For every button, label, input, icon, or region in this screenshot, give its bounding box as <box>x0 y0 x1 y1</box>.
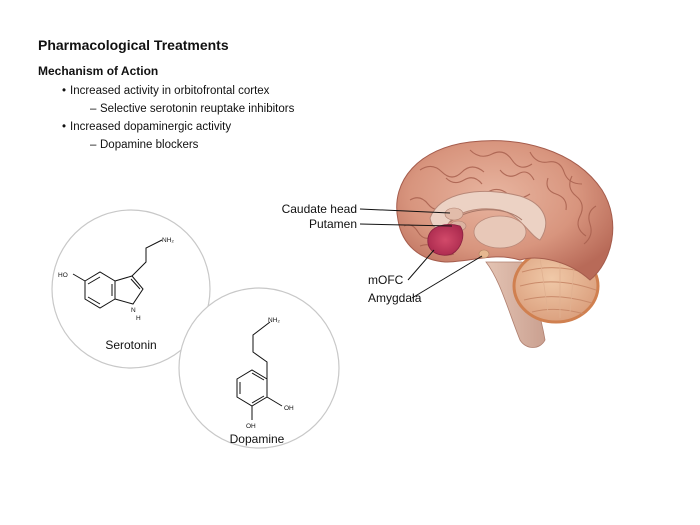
label-amygdala: Amygdala <box>368 291 422 305</box>
corpus-callosum <box>429 190 547 241</box>
serotonin-structure <box>72 239 163 309</box>
serotonin-nh2: NH₂ <box>162 237 174 244</box>
sub-bullet-item-1: –Selective serotonin reuptake inhibitors <box>90 100 294 118</box>
section-subtitle: Mechanism of Action <box>38 64 159 78</box>
brain-leader-lines <box>359 208 483 299</box>
serotonin-ho: HO <box>58 272 68 279</box>
bullet-text-2: Increased dopaminergic activity <box>70 121 232 133</box>
dash-icon: – <box>90 103 97 115</box>
page-title: Pharmacological Treatments <box>38 37 229 53</box>
dopamine-oh-2: OH <box>246 423 256 430</box>
bullet-text-1: Increased activity in orbitofrontal cort… <box>70 85 270 97</box>
bullet-item-1: •Increased activity in orbitofrontal cor… <box>62 82 294 100</box>
label-mofc: mOFC <box>368 273 404 287</box>
bullet-dot-icon: • <box>62 85 67 97</box>
dopamine-panel: NH₂ OH OH Dopamine <box>178 287 340 449</box>
serotonin-label: Serotonin <box>105 338 156 352</box>
sub-bullet-text-2: Dopamine blockers <box>100 139 199 151</box>
label-caudate-head: Caudate head <box>282 202 357 216</box>
caudate-head <box>444 207 464 221</box>
dopamine-nh2: NH₂ <box>268 317 280 324</box>
dopamine-oh-1: OH <box>284 405 294 412</box>
brain-illustration <box>396 140 614 348</box>
label-putamen: Putamen <box>309 217 357 231</box>
serotonin-panel: HO NH₂ N H Serotonin <box>51 209 211 369</box>
bullet-item-2: •Increased dopaminergic activity <box>62 118 294 136</box>
dash-icon: – <box>90 139 97 151</box>
serotonin-n: N <box>131 307 136 314</box>
bullet-dot-icon: • <box>62 121 67 133</box>
sub-bullet-item-2: –Dopamine blockers <box>90 136 294 154</box>
serotonin-nh: H <box>136 315 141 322</box>
dopamine-label: Dopamine <box>230 432 285 446</box>
dopamine-structure <box>236 321 283 420</box>
bullet-list: •Increased activity in orbitofrontal cor… <box>62 82 294 154</box>
sub-bullet-text-1: Selective serotonin reuptake inhibitors <box>100 103 295 115</box>
thalamus <box>473 215 527 249</box>
